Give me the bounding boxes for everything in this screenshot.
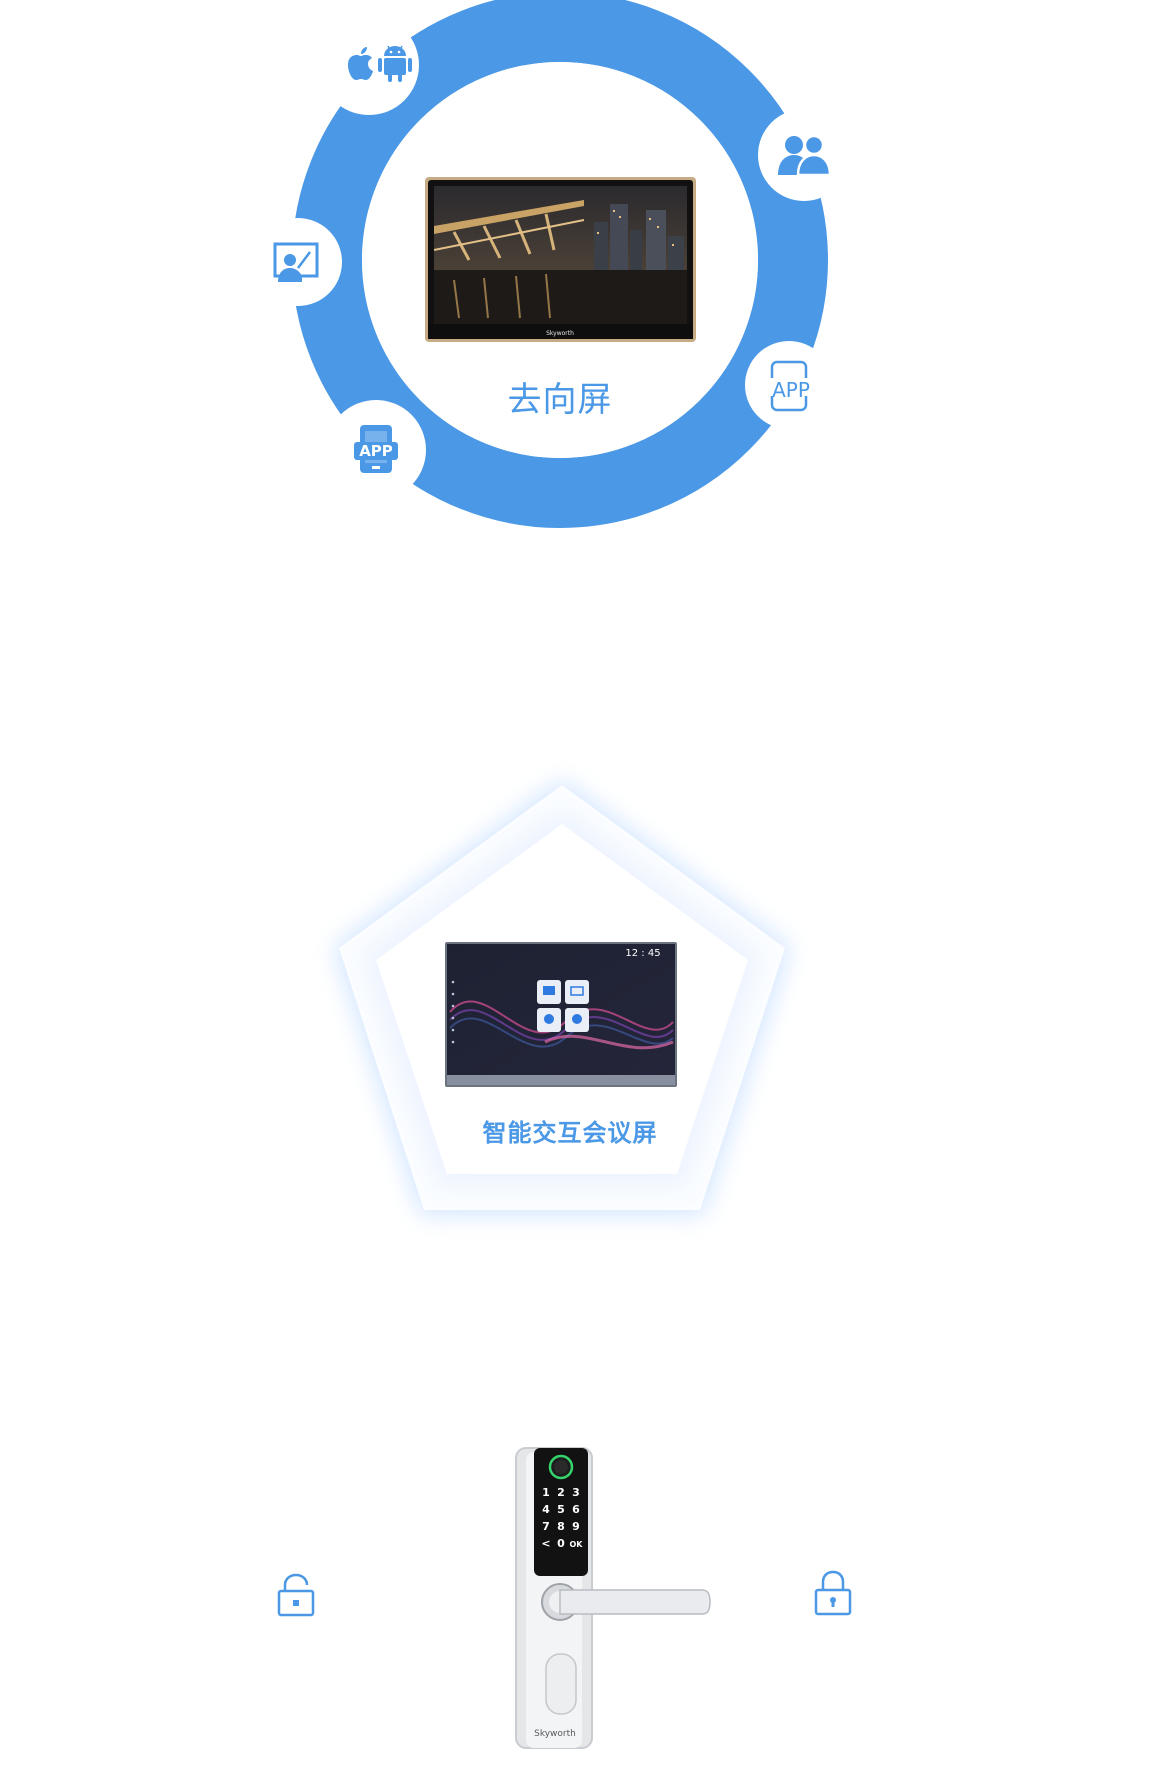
lock-open-icon (277, 1573, 315, 1617)
keypad-key: 1 (542, 1486, 550, 1499)
meeting-screen-time: 12 : 45 (625, 948, 660, 959)
lock-brand: Skyworth (534, 1729, 576, 1739)
keypad-key: 5 (557, 1503, 565, 1516)
keypad-key: 9 (572, 1520, 580, 1533)
lock-closed-icon (814, 1570, 852, 1616)
signage-brand: Skyworth (546, 330, 574, 337)
keypad-key: OK (570, 1540, 584, 1549)
smart-lock-device (515, 1447, 711, 1749)
keypad-key: 4 (542, 1503, 550, 1516)
smart-lock-section: 1 2 3 4 5 6 7 8 9 < 0 OK Skyworth (277, 1447, 852, 1749)
app-tablet-icon (354, 425, 398, 473)
app-outline-icon (766, 360, 814, 412)
app-outline-label: APP (772, 378, 810, 402)
app-tablet-label: APP (359, 442, 393, 460)
whiteboard-icon (273, 242, 319, 282)
keypad-key: 7 (542, 1520, 550, 1533)
meeting-screen-device: 12 : 45 (445, 942, 677, 1087)
ring-diagram: APP APP (254, 0, 850, 528)
keypad-key: 3 (572, 1486, 580, 1499)
signage-device (425, 177, 696, 342)
keypad-key: 0 (557, 1537, 565, 1550)
users-icon (778, 134, 832, 177)
keypad-key: 8 (557, 1520, 565, 1533)
android-icon (378, 45, 412, 82)
keypad-key: 2 (557, 1486, 565, 1499)
apple-icon (348, 47, 373, 80)
keypad-key: < (541, 1537, 550, 1550)
pentagon-center-label: 智能交互会议屏 (482, 1119, 658, 1147)
ring-center-label: 去向屏 (507, 380, 613, 420)
keypad-key: 6 (572, 1503, 580, 1516)
